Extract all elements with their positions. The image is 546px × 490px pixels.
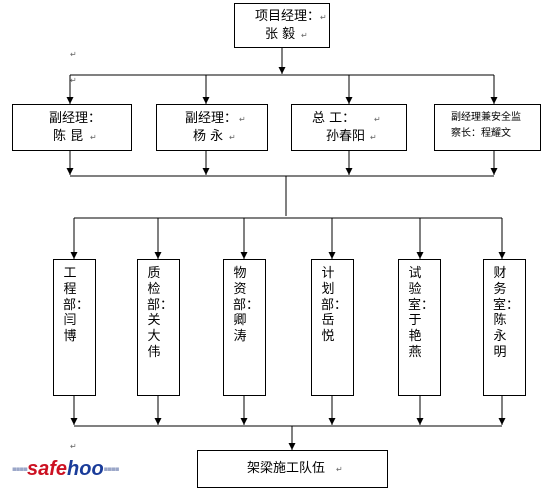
department-label: 物资部：卿涛 — [233, 266, 260, 345]
deputy-box-1: 副经理： 陈 昆 ↵ — [12, 104, 132, 151]
deputy-box-2: 副经理： 杨 永 ↵ ↵ — [156, 104, 268, 151]
watermark-dots: ▪▪▪▪ — [103, 465, 120, 473]
arrowhead — [202, 97, 210, 104]
deputy-name: 察长：程耀文 — [451, 128, 511, 139]
arrowhead — [345, 168, 353, 175]
arrowhead — [416, 252, 424, 259]
arrowhead — [490, 97, 498, 104]
arrowhead — [240, 418, 248, 425]
department-label: 试验室：于艳燕 — [408, 266, 435, 360]
department-label: 质检部：关大伟 — [147, 266, 174, 360]
paragraph-mark-icon: ↵ — [336, 465, 343, 474]
arrowhead — [288, 443, 296, 450]
arrowhead — [498, 418, 506, 425]
arrowhead — [240, 252, 248, 259]
arrowhead — [70, 418, 78, 425]
deputy-name: 孙春阳 — [326, 129, 366, 144]
arrowhead — [328, 252, 336, 259]
deputy-title: 总 工： — [312, 111, 356, 126]
deputy-title: 副经理兼安全监 — [451, 112, 521, 123]
paragraph-mark-icon: ↵ — [239, 115, 246, 124]
paragraph-mark-icon: ↵ — [70, 50, 77, 59]
arrowhead — [154, 418, 162, 425]
deputy-title: 副经理： — [49, 111, 102, 126]
paragraph-mark-icon: ↵ — [370, 133, 377, 142]
arrowhead — [498, 252, 506, 259]
paragraph-mark-icon: ↵ — [301, 31, 308, 40]
deputy-title: 副经理： — [185, 111, 238, 126]
department-label: 工程部：闫博 — [63, 266, 90, 345]
paragraph-mark-icon: ↵ — [70, 76, 77, 85]
department-box-5: 试验室：于艳燕 — [398, 259, 441, 396]
paragraph-mark-icon: ↵ — [229, 133, 236, 142]
deputy-box-3: 总 工： 孙春阳 ↵ ↵ — [291, 104, 407, 151]
arrowhead — [70, 252, 78, 259]
department-box-4: 计划部：岳悦 — [311, 259, 354, 396]
watermark-dots: ▪▪▪▪ — [12, 465, 28, 473]
arrowhead — [278, 67, 286, 74]
watermark-brand-left: safe — [26, 457, 68, 480]
construction-team-box: 架梁施工队伍 ↵ — [197, 450, 388, 488]
department-box-1: 工程部：闫博 — [53, 259, 96, 396]
site-watermark: ▪▪▪▪ safe hoo ▪▪▪▪ — [12, 457, 120, 480]
paragraph-mark-icon: ↵ — [70, 442, 77, 451]
department-label: 计划部：岳悦 — [321, 266, 348, 345]
arrowhead — [66, 97, 74, 104]
arrowhead — [490, 168, 498, 175]
department-box-2: 质检部：关大伟 — [137, 259, 180, 396]
construction-team-label: 架梁施工队伍 — [247, 461, 326, 476]
arrowhead — [202, 168, 210, 175]
paragraph-mark-icon: ↵ — [90, 133, 97, 142]
arrowhead — [345, 97, 353, 104]
deputy-name: 杨 永 — [193, 129, 224, 144]
deputy-box-4: 副经理兼安全监 察长：程耀文 — [434, 104, 541, 151]
watermark-brand-right: hoo — [67, 457, 104, 480]
department-label: 财务室：陈永明 — [493, 266, 520, 360]
paragraph-mark-icon: ↵ — [320, 13, 327, 22]
project-manager-title: 项目经理： — [255, 9, 321, 24]
project-manager-box: 项目经理： 张 毅 ↵ ↵ — [234, 3, 330, 48]
arrowhead — [66, 168, 74, 175]
project-manager-name: 张 毅 — [265, 27, 296, 42]
department-box-6: 财务室：陈永明 — [483, 259, 526, 396]
arrowhead — [416, 418, 424, 425]
arrowhead — [154, 252, 162, 259]
department-box-3: 物资部：卿涛 — [223, 259, 266, 396]
arrowhead — [328, 418, 336, 425]
paragraph-mark-icon: ↵ — [374, 115, 381, 124]
deputy-name: 陈 昆 — [53, 129, 84, 144]
